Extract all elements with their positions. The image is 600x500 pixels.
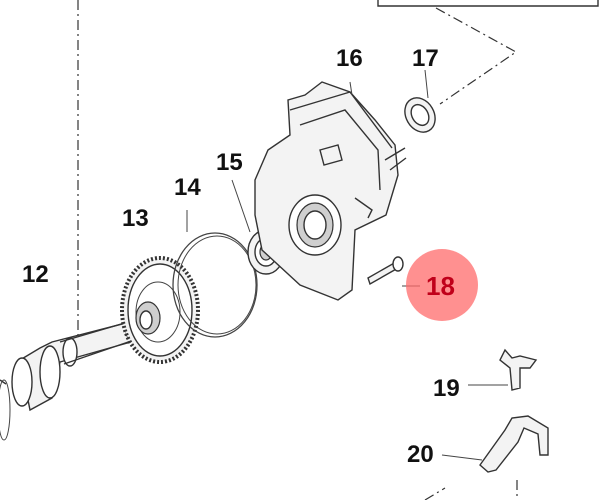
part-14-o-ring xyxy=(172,210,258,338)
reference-box xyxy=(377,0,599,7)
highlight-marker-18 xyxy=(406,249,478,321)
label-18: 18 xyxy=(426,271,455,301)
assembly-axis-lines xyxy=(77,0,518,500)
part-19-wing-screw xyxy=(468,348,538,391)
label-17: 17 xyxy=(412,45,439,72)
label-15: 15 xyxy=(216,149,243,176)
part-18-bolt xyxy=(367,256,420,287)
part-20-clip xyxy=(441,415,549,473)
label-13: 13 xyxy=(122,205,149,232)
part-12-shaft xyxy=(0,319,139,441)
part-13-gear xyxy=(120,256,200,364)
part-17-seal xyxy=(404,69,436,133)
label-12: 12 xyxy=(22,261,49,288)
label-19: 19 xyxy=(433,375,460,402)
part-16-housing xyxy=(254,81,407,301)
label-16: 16 xyxy=(336,45,363,72)
label-14: 14 xyxy=(174,174,201,201)
label-20: 20 xyxy=(407,441,434,468)
